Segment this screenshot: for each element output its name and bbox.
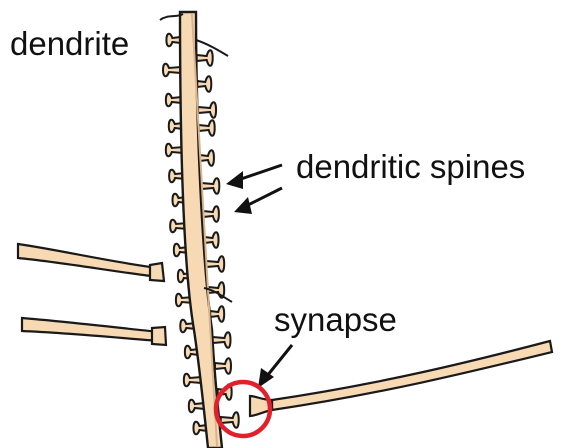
axon-terminal-lower (152, 327, 166, 345)
dendritic-spines-label: dendritic spines (296, 148, 525, 185)
synapse-arrow-shaft (267, 345, 292, 376)
spines-arrow-upper-shaft (238, 165, 282, 180)
dendritic-spine (215, 358, 231, 374)
axon-lower-left (22, 318, 160, 341)
dendritic-spine (163, 64, 181, 77)
dendritic-spine (197, 50, 213, 66)
dendritic-spine (201, 178, 219, 194)
axon-right (272, 341, 552, 410)
dendritic-spine (212, 332, 230, 348)
dendritic-spine (198, 102, 216, 118)
spines-arrow-lower-shaft (246, 188, 282, 206)
axon-upper-left (18, 244, 158, 277)
dendritic-spine (200, 150, 214, 166)
dendritic-spine (166, 34, 180, 47)
spines-arrow-lower-head (234, 197, 252, 214)
dendritic-spine (203, 206, 219, 222)
dendritic-spine (205, 232, 219, 248)
dendrite-label: dendrite (10, 25, 129, 62)
spines-arrow-upper-head (226, 171, 243, 189)
dendritic-spine (199, 120, 215, 136)
dendritic-spine (197, 76, 211, 92)
axon-terminal-upper (150, 263, 164, 281)
dendritic-spine (206, 256, 224, 272)
synapse-label: synapse (274, 301, 397, 338)
dendritic-spine (210, 306, 224, 322)
